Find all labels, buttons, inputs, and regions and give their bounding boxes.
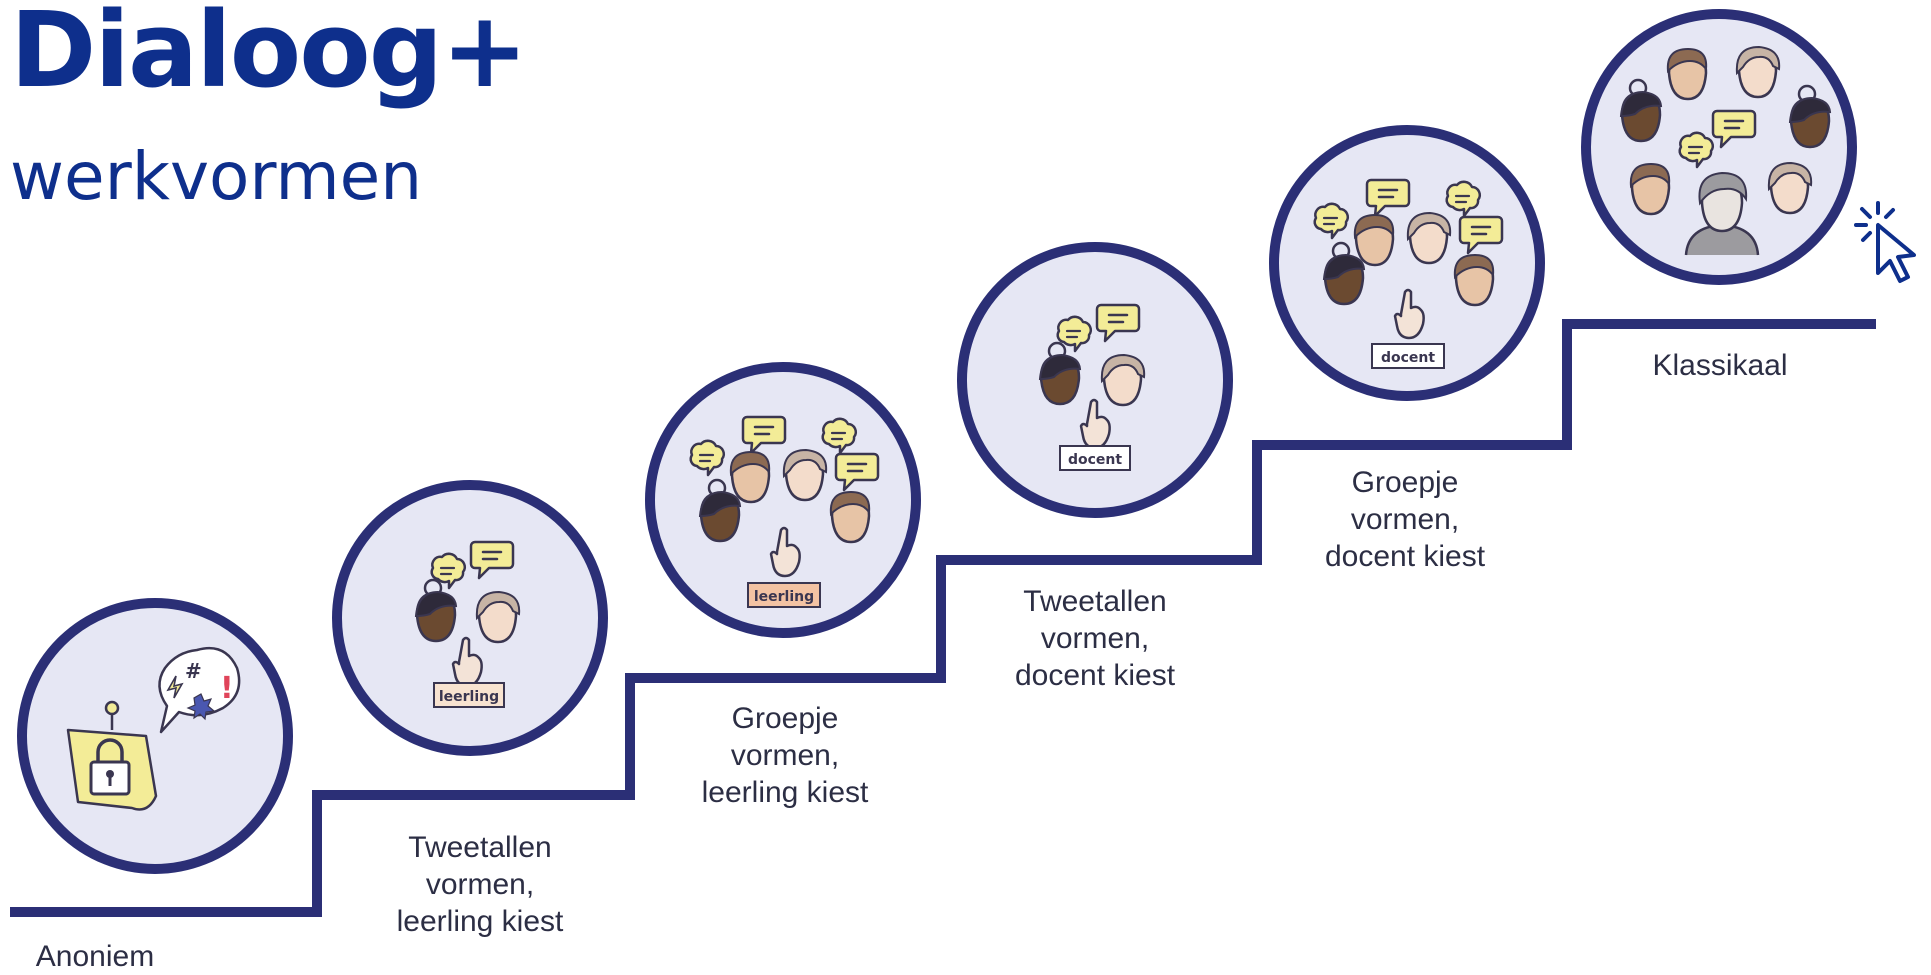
step-label-tweetallen-docent: Tweetallen vormen, docent kiest [1014, 585, 1176, 692]
step-label-tweetallen-leerling: Tweetallen vormen, leerling kiest [396, 831, 564, 938]
svg-text:!: ! [220, 671, 234, 706]
tag-docent-2: docent [1381, 350, 1435, 366]
step-label-groepje-docent: Groepje vormen, docent kiest [1324, 466, 1486, 573]
step-circle-tweetallen-docent: docent [957, 242, 1233, 518]
staircase-line [10, 319, 1876, 917]
step-circle-tweetallen-leerling: leerling [332, 480, 608, 756]
page-title: Dialoog+ [10, 0, 528, 111]
step-circle-groepje-docent: docent [1269, 125, 1545, 401]
svg-text:#: # [185, 659, 202, 683]
tag-docent-1: docent [1068, 452, 1122, 468]
tag-leerling-2: leerling [754, 589, 814, 605]
speech-bubble-icon: # ! [158, 646, 241, 734]
step-circle-klassikaal [1581, 9, 1857, 285]
step-label-klassikaal: Klassikaal [1652, 349, 1788, 382]
step-circle-groepje-leerling: leerling [645, 362, 921, 638]
page-subtitle: werkvormen [10, 138, 423, 215]
cursor-click-icon [1854, 201, 1916, 283]
lock-note-icon [66, 700, 158, 811]
tag-leerling-1: leerling [439, 689, 499, 705]
step-label-anoniem: Anoniem [35, 940, 155, 973]
step-circle-anoniem: # ! [17, 598, 293, 874]
step-label-groepje-leerling: Groepje vormen, leerling kiest [701, 702, 869, 809]
